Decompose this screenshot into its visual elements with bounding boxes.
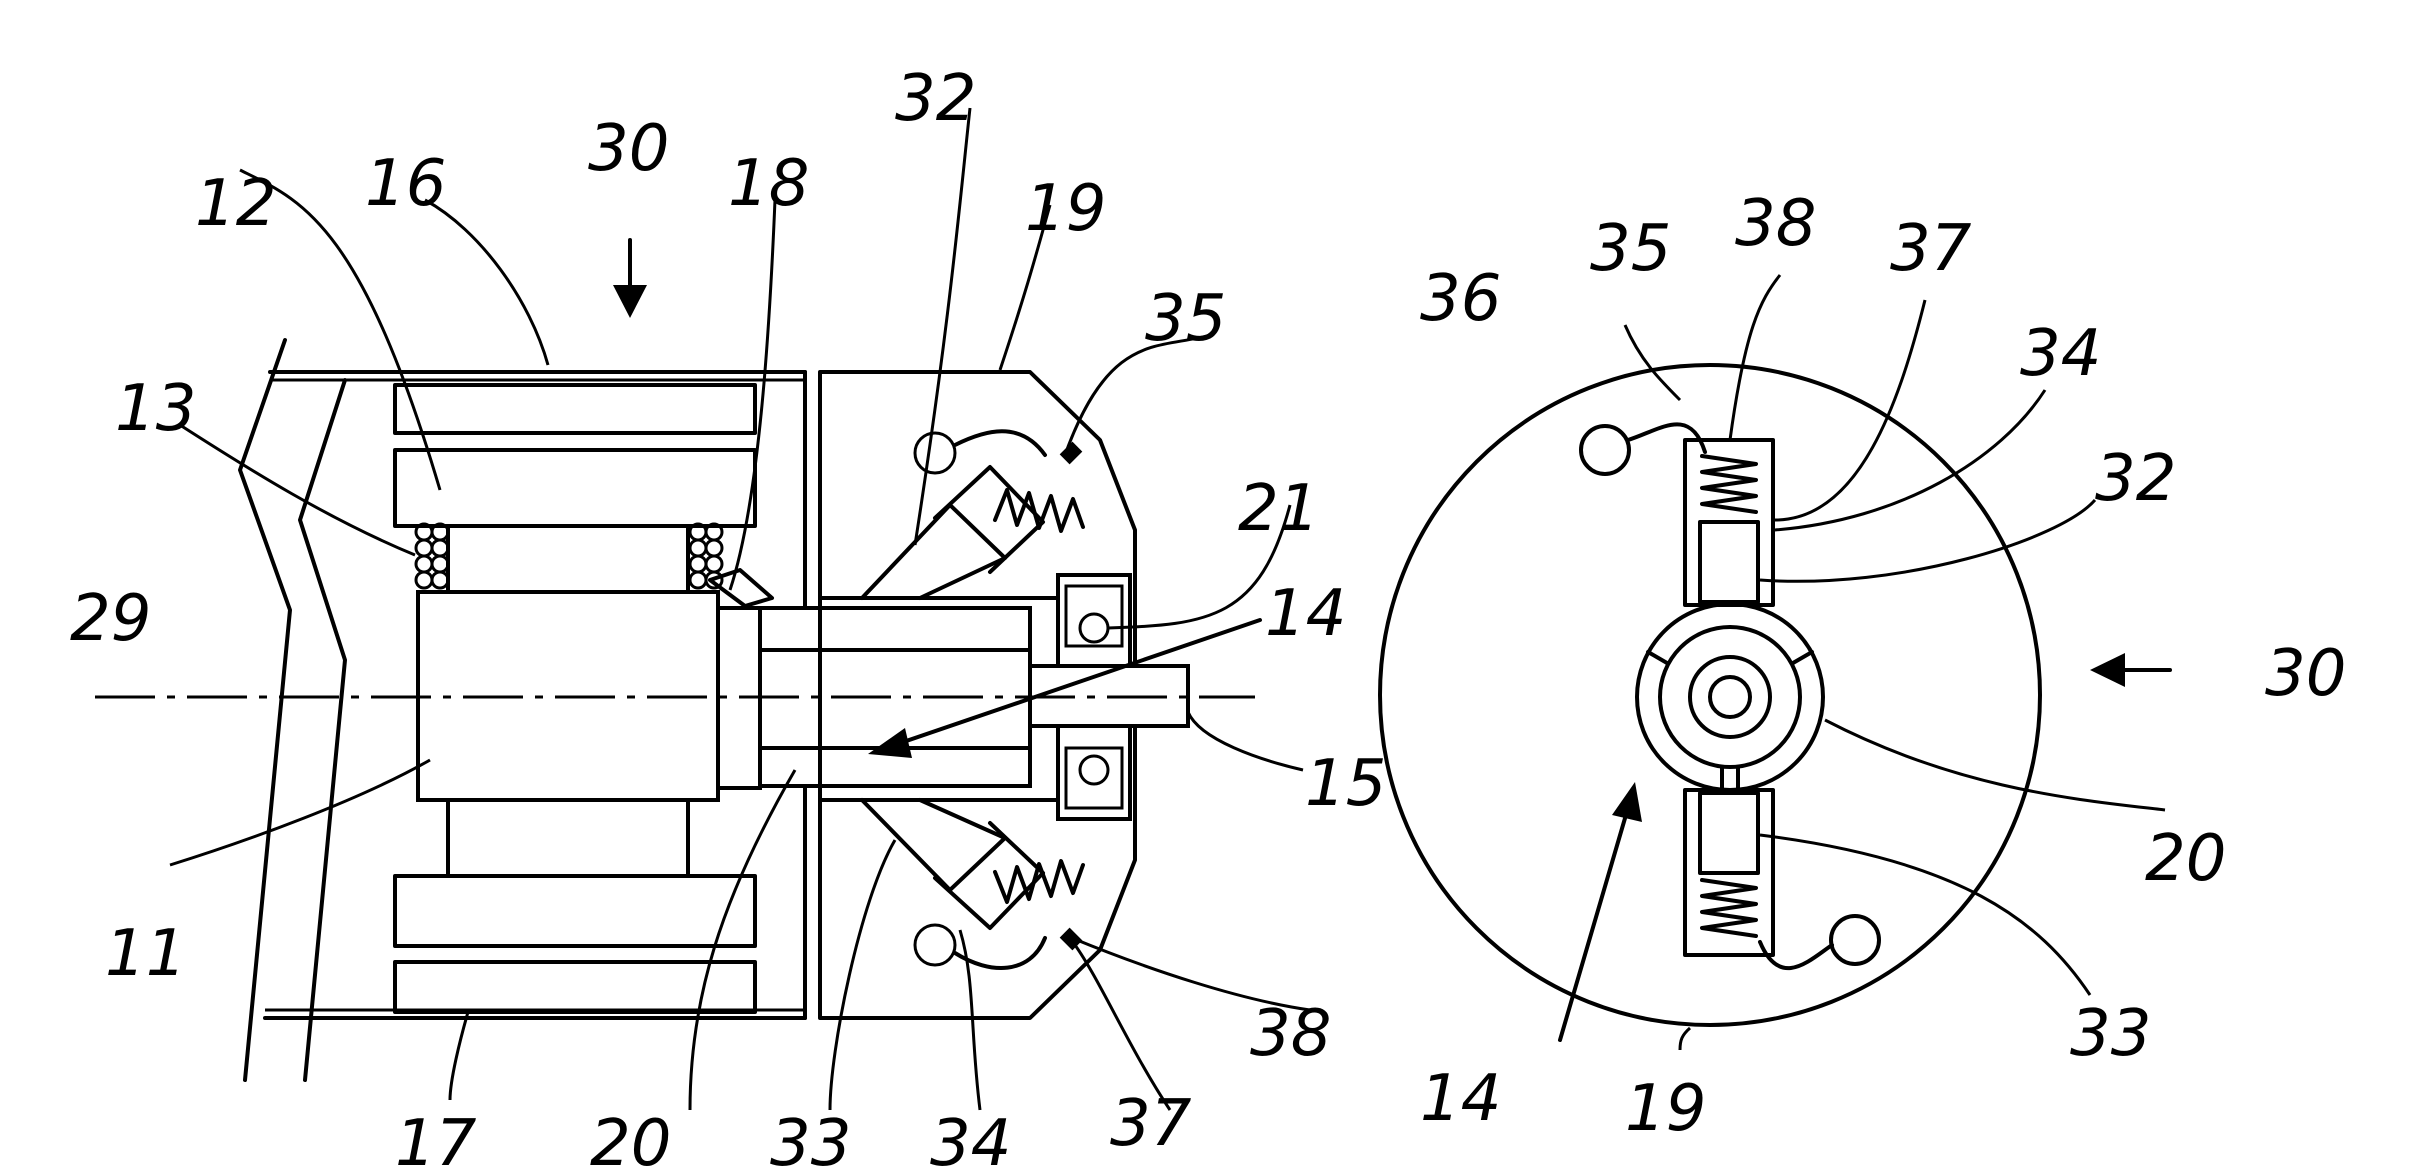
view-arrow-left-head — [2090, 653, 2125, 687]
label-37-end: 37 — [1890, 212, 1972, 286]
brush-upper — [1700, 522, 1758, 602]
label-21: 21 — [1238, 472, 1319, 546]
pigtail-upper — [955, 431, 1045, 455]
spring-cap-lower — [1060, 928, 1083, 951]
spring-upper — [995, 490, 1083, 531]
winding-left — [416, 524, 448, 588]
spring-lower-end — [1702, 880, 1756, 936]
label-38-end: 38 — [1735, 187, 1816, 261]
label-16: 16 — [365, 147, 446, 221]
label-32-end: 32 — [2095, 442, 2176, 516]
label-12: 12 — [195, 167, 276, 241]
view-arrow-down-head — [613, 285, 647, 318]
label-33-end: 33 — [2070, 997, 2151, 1071]
label-34-side: 34 — [930, 1107, 1011, 1168]
side-view — [95, 108, 1310, 1110]
brush-holder-upper-2 — [935, 467, 1043, 572]
label-36: 36 — [1420, 262, 1501, 336]
label-13: 13 — [115, 372, 196, 446]
label-29: 29 — [70, 582, 151, 656]
label-35-side: 35 — [1145, 282, 1226, 356]
label-15: 15 — [1305, 747, 1386, 821]
label-35-end: 35 — [1590, 212, 1671, 286]
upper-block-outer — [395, 385, 755, 433]
label-14-side: 14 — [1265, 577, 1346, 651]
label-19-end: 19 — [1625, 1072, 1706, 1146]
label-19-side: 19 — [1025, 172, 1106, 246]
label-32-side: 32 — [895, 62, 976, 136]
lower-block-inner — [395, 876, 755, 946]
spring-upper-end — [1702, 456, 1756, 512]
label-20-side: 20 — [590, 1107, 671, 1168]
terminal-36 — [1581, 426, 1629, 474]
brush-lower — [1700, 793, 1758, 873]
label-30-top: 30 — [588, 112, 669, 186]
leader-lines-end — [1625, 275, 2165, 1050]
label-20-end: 20 — [2145, 822, 2226, 896]
label-11: 11 — [105, 917, 186, 991]
terminal-lower — [915, 925, 955, 965]
label-14-end: 14 — [1420, 1062, 1501, 1136]
label-18: 18 — [728, 147, 809, 221]
upper-block-inner — [395, 450, 755, 526]
break-line-inner — [300, 380, 345, 1080]
spring-cap-upper — [1060, 442, 1083, 465]
spring-lower — [995, 861, 1083, 902]
label-33-side: 33 — [770, 1107, 851, 1168]
commutator-ring-outer — [1637, 604, 1823, 790]
shaft-end-inner — [1710, 677, 1750, 717]
label-17: 17 — [395, 1107, 477, 1168]
brush-holder-lower — [862, 800, 1005, 890]
arrow-14-up-head — [1612, 782, 1642, 822]
break-line-outer — [240, 340, 290, 1080]
end-view — [1380, 275, 2170, 1050]
commutator-ring-inner — [1660, 627, 1800, 767]
shaft-end-outer — [1690, 657, 1770, 737]
label-38-side: 38 — [1250, 997, 1331, 1071]
label-34-end: 34 — [2020, 317, 2101, 391]
label-37-side: 37 — [1110, 1087, 1192, 1161]
commutator-cover — [760, 650, 1030, 748]
terminal-upper — [915, 433, 955, 473]
label-30-end: 30 — [2265, 637, 2346, 711]
brush-holder-lower-2 — [935, 823, 1043, 928]
terminal-lower-end — [1831, 916, 1879, 964]
